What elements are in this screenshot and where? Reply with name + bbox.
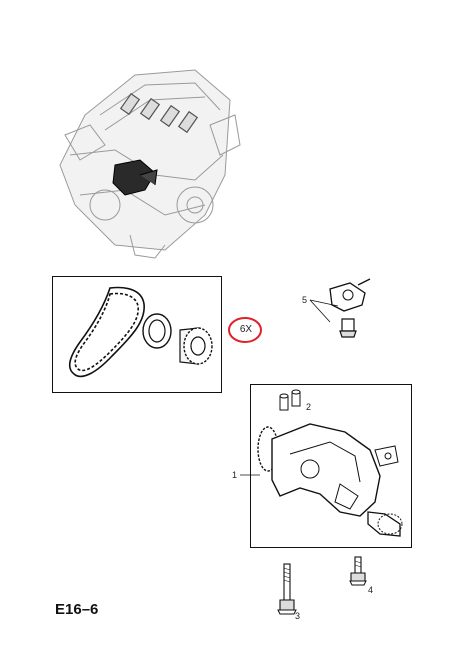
callout-2-label: 2 xyxy=(306,402,312,412)
timing-chain-illustration xyxy=(68,286,172,378)
seal-ring xyxy=(142,313,172,349)
callout-3-label: 3 xyxy=(295,611,301,621)
page-code: E16–6 xyxy=(55,601,99,618)
leader-lines-5 xyxy=(309,299,339,323)
long-bolt-part-3 xyxy=(277,563,297,615)
bushings-part-2 xyxy=(279,389,301,411)
bracket-part-5 xyxy=(329,278,371,338)
sprocket-gear xyxy=(179,327,213,365)
short-bolt-part-4 xyxy=(349,556,367,586)
quantity-label: 6X xyxy=(239,324,253,335)
engine-overview-illustration xyxy=(59,69,241,259)
callout-4-label: 4 xyxy=(368,585,374,595)
callout-5-label: 5 xyxy=(302,295,308,305)
callout-1-label: 1 xyxy=(232,470,238,480)
oil-pump-illustration xyxy=(257,389,403,537)
leader-line-1 xyxy=(240,474,260,476)
quantity-highlight-circle xyxy=(228,317,262,343)
